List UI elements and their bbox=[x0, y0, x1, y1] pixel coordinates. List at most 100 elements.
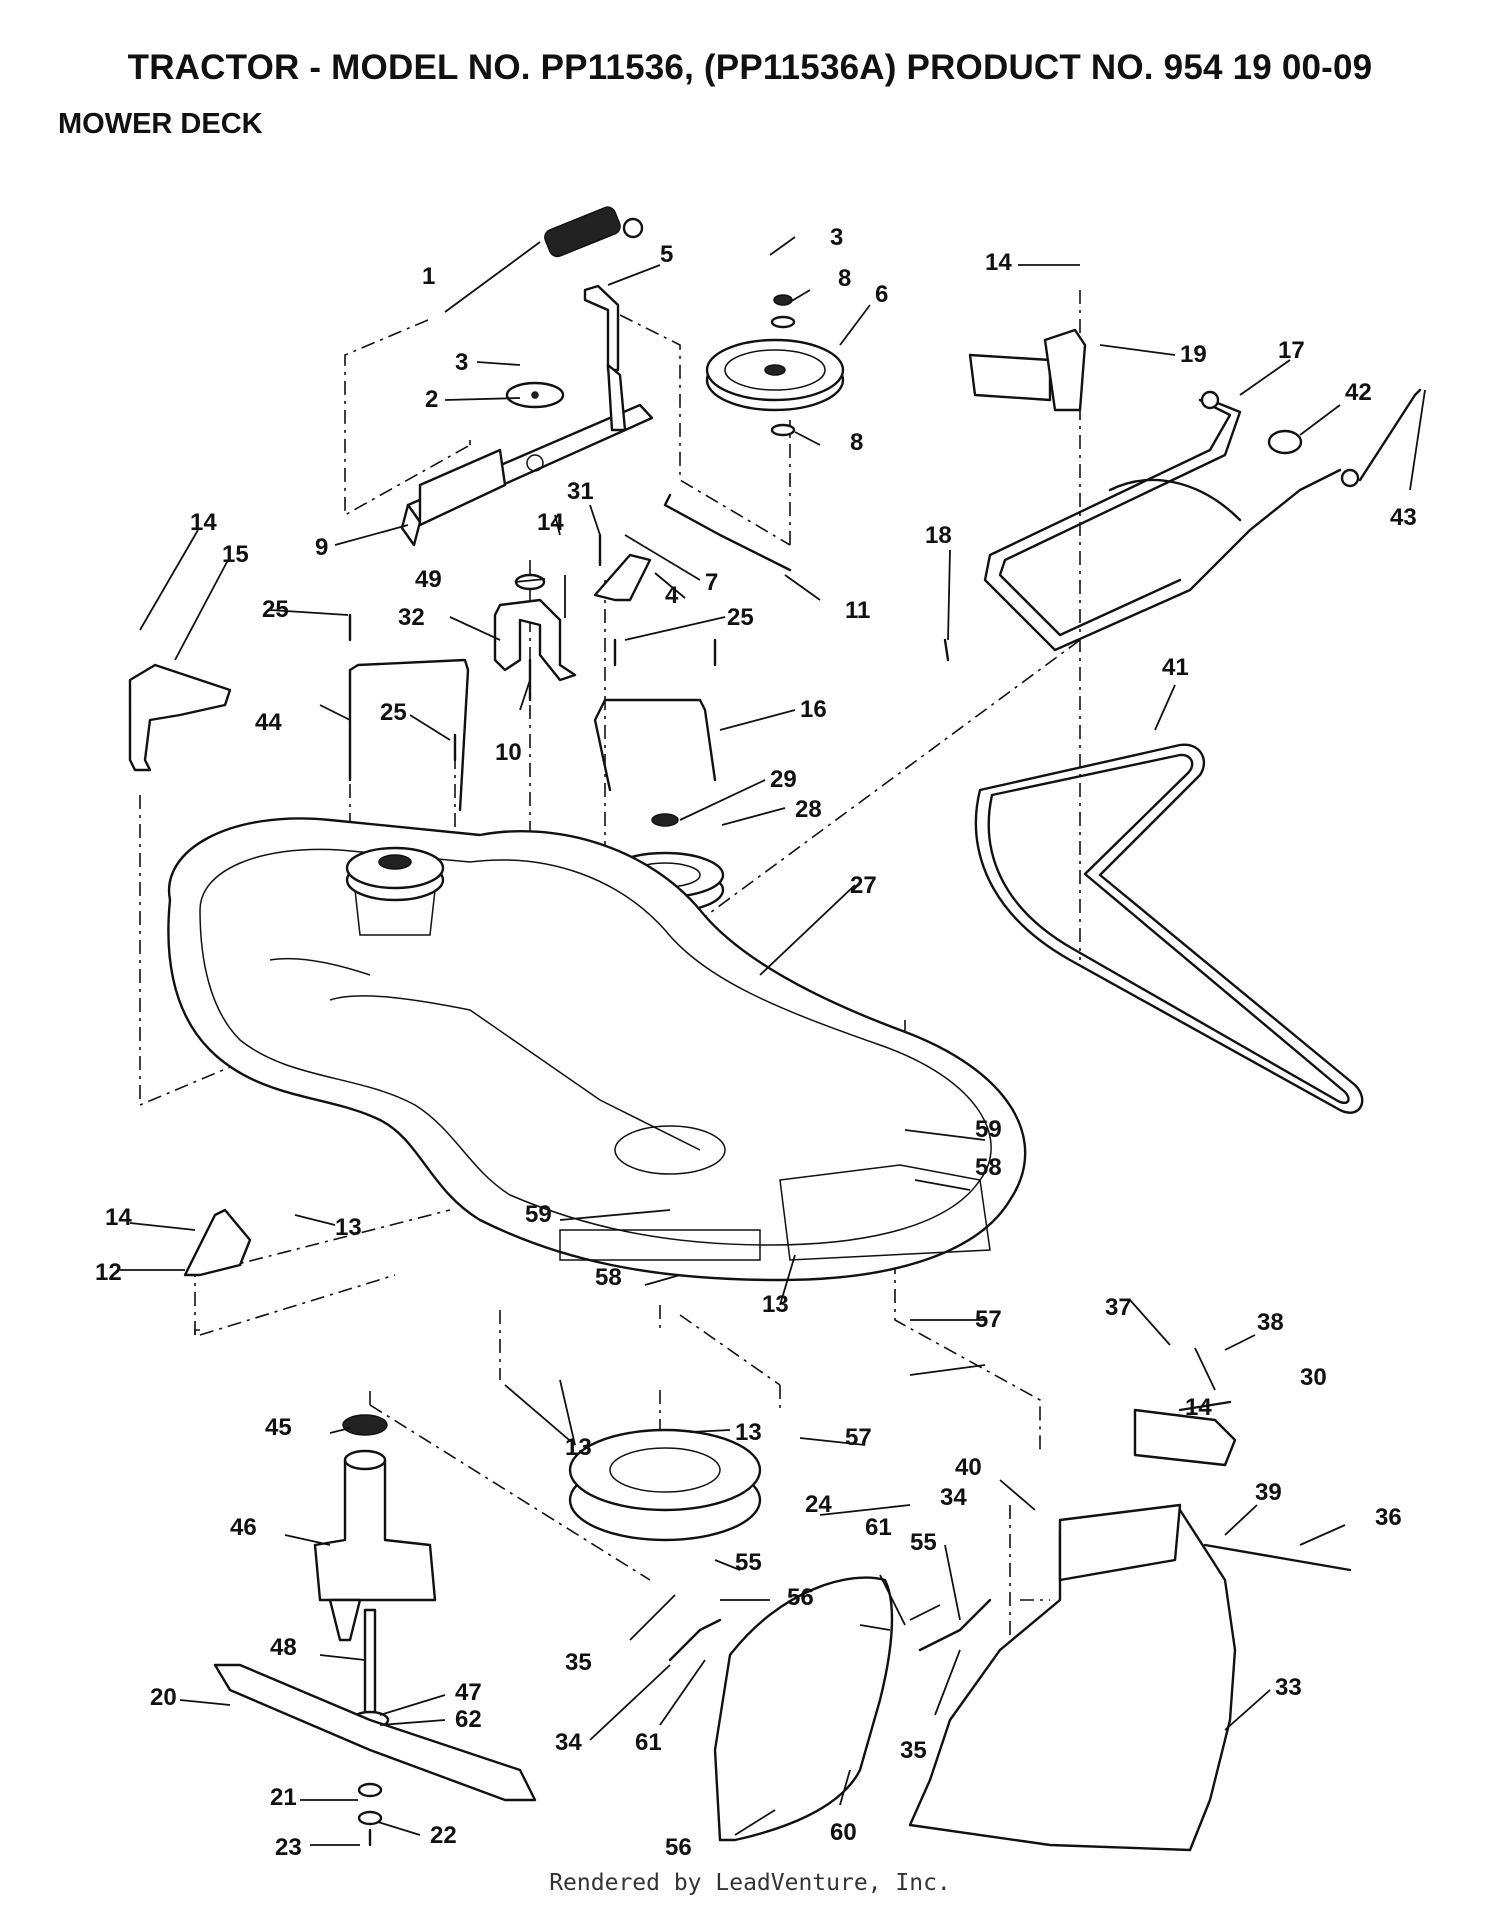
callout-57: 57 bbox=[845, 1424, 872, 1451]
callout-44: 44 bbox=[255, 709, 282, 736]
callout-2: 2 bbox=[425, 386, 438, 413]
callout-35: 35 bbox=[565, 1649, 592, 1676]
washer-21-part bbox=[357, 1782, 383, 1798]
bracket-32-part bbox=[493, 598, 577, 682]
callout-60: 60 bbox=[830, 1819, 857, 1846]
callout-23: 23 bbox=[275, 1834, 302, 1861]
callout-17: 17 bbox=[1278, 337, 1305, 364]
callout-55: 55 bbox=[735, 1549, 762, 1576]
callout-32: 32 bbox=[398, 604, 425, 631]
callout-14: 14 bbox=[1185, 1394, 1212, 1421]
belt-41-part bbox=[974, 743, 1364, 1114]
callout-13: 13 bbox=[335, 1214, 362, 1241]
callout-41: 41 bbox=[1162, 654, 1189, 681]
callout-47: 47 bbox=[455, 1679, 482, 1706]
bracket-5-part bbox=[583, 284, 627, 432]
callout-labels: 1 2 3 3 4 5 6 7 8 8 9 10 11 12 13 13 13 … bbox=[95, 224, 1417, 1861]
callout-62: 62 bbox=[455, 1706, 482, 1733]
callout-34: 34 bbox=[555, 1729, 582, 1756]
shaft-48-part bbox=[363, 1608, 377, 1722]
callout-25: 25 bbox=[380, 699, 407, 726]
arm-34-part bbox=[668, 1618, 722, 1662]
callout-34: 34 bbox=[940, 1484, 967, 1511]
arm-34-part bbox=[918, 1598, 992, 1652]
callout-1: 1 bbox=[422, 263, 435, 290]
callout-14: 14 bbox=[537, 509, 564, 536]
callout-11: 11 bbox=[845, 597, 870, 624]
callout-59: 59 bbox=[975, 1116, 1002, 1143]
rod-36-part bbox=[1203, 1543, 1352, 1572]
callout-43: 43 bbox=[1390, 504, 1417, 531]
callout-31: 31 bbox=[567, 478, 594, 505]
bracket-4-part bbox=[593, 553, 652, 602]
pin-18-part bbox=[943, 638, 950, 662]
callout-16: 16 bbox=[800, 696, 827, 723]
callout-57: 57 bbox=[975, 1306, 1002, 1333]
callout-55: 55 bbox=[910, 1529, 937, 1556]
bearing-24-part bbox=[568, 1428, 762, 1542]
callout-27: 27 bbox=[850, 872, 877, 899]
rod-44-part bbox=[348, 658, 470, 812]
callout-6: 6 bbox=[875, 281, 888, 308]
callout-21: 21 bbox=[270, 1784, 297, 1811]
callout-33: 33 bbox=[1275, 1674, 1302, 1701]
callout-40: 40 bbox=[955, 1454, 982, 1481]
pulley-6-part bbox=[705, 294, 845, 437]
callout-20: 20 bbox=[150, 1684, 177, 1711]
callout-45: 45 bbox=[265, 1414, 292, 1441]
leader-lines bbox=[120, 236, 1426, 1846]
callout-5: 5 bbox=[660, 241, 673, 268]
blade-20-part bbox=[213, 1663, 537, 1802]
callout-7: 7 bbox=[705, 569, 718, 596]
callout-25: 25 bbox=[262, 596, 289, 623]
callout-22: 22 bbox=[430, 1822, 457, 1849]
callout-14: 14 bbox=[190, 509, 217, 536]
callout-13: 13 bbox=[565, 1434, 592, 1461]
mower-deck-part bbox=[167, 817, 1027, 1282]
callout-46: 46 bbox=[230, 1514, 257, 1541]
deck-spindle-part bbox=[345, 846, 445, 936]
callout-9: 9 bbox=[315, 534, 328, 561]
callout-24: 24 bbox=[805, 1491, 832, 1518]
callout-13: 13 bbox=[762, 1291, 789, 1318]
callout-19: 19 bbox=[1180, 341, 1207, 368]
spindle-housing-46-part bbox=[313, 1414, 437, 1642]
footer-credit: Rendered by LeadVenture, Inc. bbox=[549, 1870, 951, 1896]
callout-25: 25 bbox=[727, 604, 754, 631]
callout-56: 56 bbox=[665, 1834, 692, 1861]
callout-39: 39 bbox=[1255, 1479, 1282, 1506]
callout-58: 58 bbox=[595, 1264, 622, 1291]
callout-12: 12 bbox=[95, 1259, 122, 1286]
callout-14: 14 bbox=[985, 249, 1012, 276]
callout-8: 8 bbox=[850, 429, 863, 456]
chute-frame-30-part bbox=[1133, 1408, 1237, 1467]
hanger-12-part bbox=[183, 1208, 252, 1277]
rod-16-part bbox=[593, 698, 717, 792]
callout-38: 38 bbox=[1257, 1309, 1284, 1336]
baffle-15-part bbox=[128, 663, 232, 772]
callout-8: 8 bbox=[838, 265, 851, 292]
callout-14: 14 bbox=[105, 1204, 132, 1231]
callout-10: 10 bbox=[495, 739, 522, 766]
callout-18: 18 bbox=[925, 522, 952, 549]
callout-58: 58 bbox=[975, 1154, 1002, 1181]
callout-36: 36 bbox=[1375, 1504, 1402, 1531]
callout-49: 49 bbox=[415, 566, 442, 593]
callout-61: 61 bbox=[865, 1514, 892, 1541]
spring-37-part bbox=[1178, 1400, 1232, 1412]
grass-chute-33-part bbox=[908, 1503, 1237, 1852]
page-subtitle: MOWER DECK bbox=[58, 108, 263, 140]
page-title: TRACTOR - MODEL NO. PP11536, (PP11536A) … bbox=[127, 48, 1373, 87]
callout-35: 35 bbox=[900, 1737, 927, 1764]
callout-13: 13 bbox=[735, 1419, 762, 1446]
washer-42-part bbox=[1267, 429, 1303, 455]
side-plate-60-part bbox=[713, 1576, 894, 1842]
callout-59: 59 bbox=[525, 1201, 552, 1228]
callout-48: 48 bbox=[270, 1634, 297, 1661]
callout-30: 30 bbox=[1300, 1364, 1327, 1391]
callout-56: 56 bbox=[787, 1584, 814, 1611]
rod-11-part bbox=[663, 493, 792, 572]
callout-28: 28 bbox=[795, 796, 822, 823]
spring-part bbox=[544, 206, 644, 258]
